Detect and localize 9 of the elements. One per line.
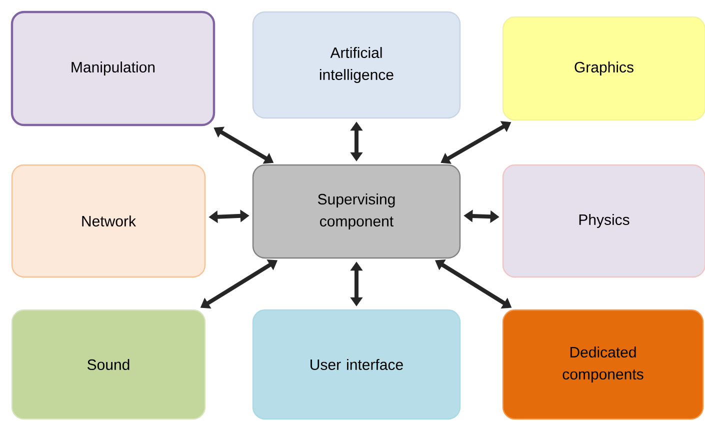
component-box: Manipulation [10,10,216,126]
component-box: Graphics [502,16,705,121]
component-box: User interface [252,309,461,420]
component-box: Physics [502,164,705,278]
component-box: Dedicated components [502,309,704,420]
component-box: Network [11,164,206,278]
component-box: Sound [11,309,206,420]
component-box: Artificial intelligence [252,11,461,119]
component-box: Supervising component [252,164,461,259]
